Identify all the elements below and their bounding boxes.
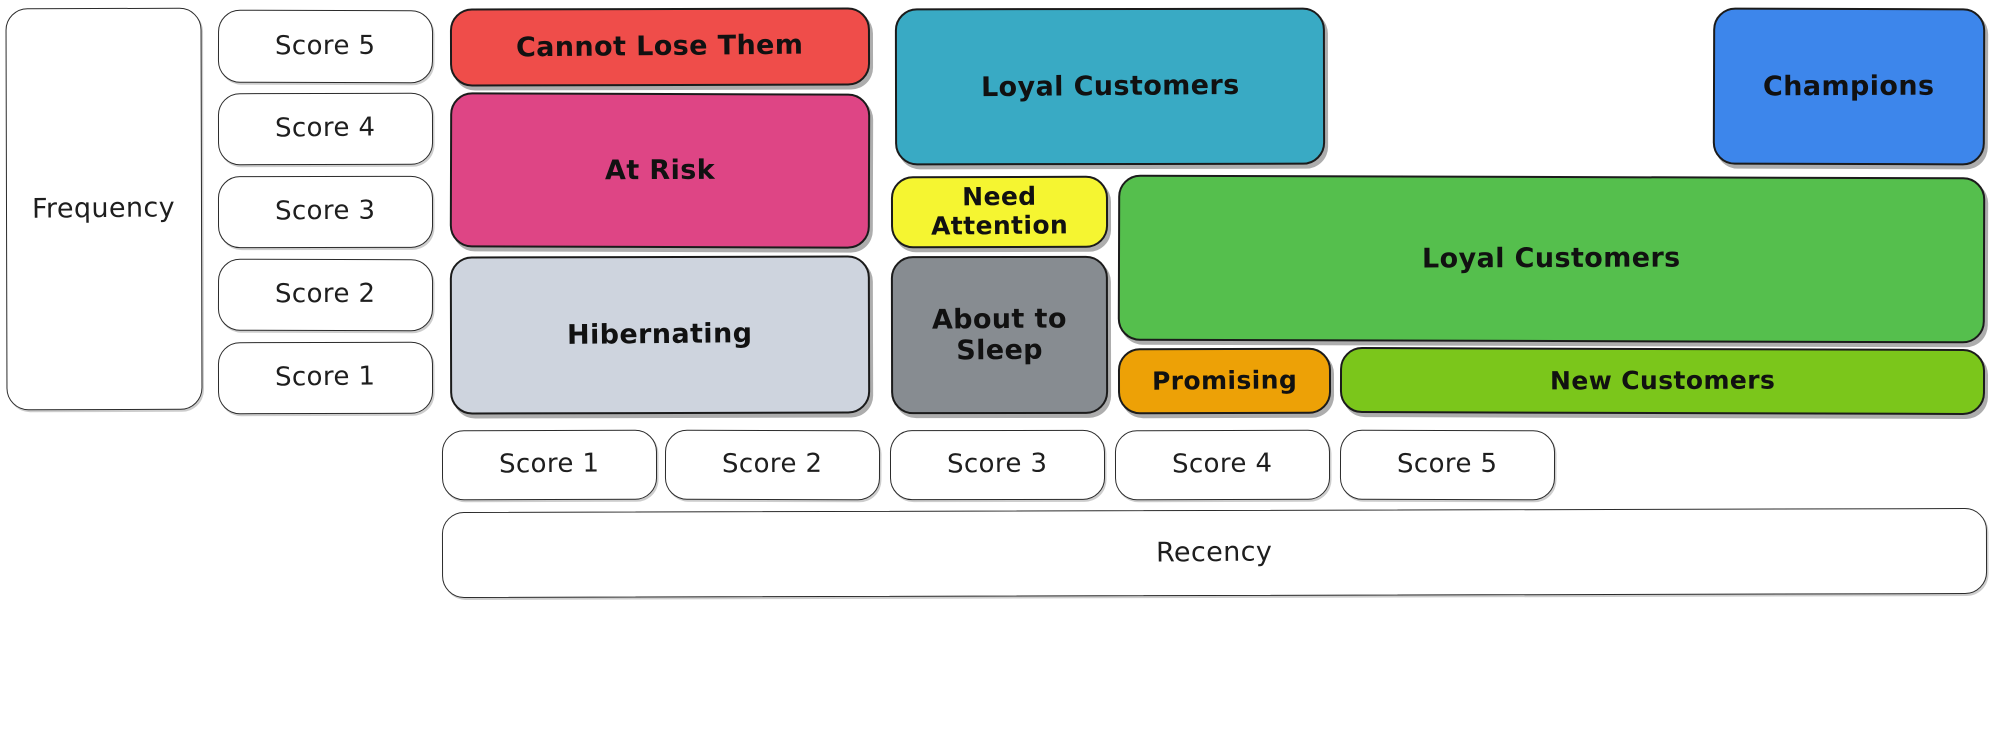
frequency-axis-text: Frequency [32,192,176,226]
recency-axis-text: Recency [1156,536,1273,570]
frequency-score-4[interactable]: Score 4 [217,92,434,166]
segment-champions-label: Champions [1763,70,1935,103]
recency-score-3[interactable]: Score 3 [889,429,1106,501]
recency-axis-label: Recency [441,507,1988,599]
frequency-score-1-label: Score 1 [275,361,376,393]
recency-score-5-label: Score 5 [1397,448,1498,480]
recency-score-2-label: Score 2 [722,448,823,480]
frequency-score-2[interactable]: Score 2 [217,258,434,332]
segment-new-customers-label: New Customers [1549,365,1776,396]
recency-score-4-label: Score 4 [1172,448,1273,480]
segment-cannot-lose-them[interactable]: Cannot Lose Them [449,7,871,87]
segment-about-to-sleep-label: About to Sleep [931,303,1067,367]
recency-score-1[interactable]: Score 1 [441,429,658,501]
segment-hibernating-label: Hibernating [567,318,753,352]
segment-need-attention[interactable]: Need Attention [890,175,1109,249]
segment-about-to-sleep[interactable]: About to Sleep [890,255,1109,415]
frequency-score-1[interactable]: Score 1 [217,341,434,415]
recency-score-3-label: Score 3 [947,448,1048,480]
segment-cannot-lose-them-label: Cannot Lose Them [516,30,804,64]
segment-loyal-customers-green-label: Loyal Customers [1422,242,1681,275]
frequency-score-3-label: Score 3 [275,195,376,227]
recency-score-5[interactable]: Score 5 [1339,429,1556,501]
recency-score-1-label: Score 1 [499,448,600,480]
segment-loyal-customers-green[interactable]: Loyal Customers [1117,174,1986,344]
segment-at-risk-label: At Risk [604,154,716,187]
segment-new-customers[interactable]: New Customers [1339,346,1986,416]
segment-hibernating[interactable]: Hibernating [449,255,871,415]
recency-score-4[interactable]: Score 4 [1114,429,1331,501]
segment-loyal-customers-teal-label: Loyal Customers [980,69,1240,104]
frequency-axis-label: Frequency [5,7,203,411]
segment-promising[interactable]: Promising [1117,347,1332,415]
segment-champions[interactable]: Champions [1712,7,1986,166]
segment-promising-label: Promising [1151,364,1298,396]
segment-loyal-customers-teal[interactable]: Loyal Customers [894,7,1326,166]
segment-at-risk[interactable]: At Risk [449,92,871,249]
frequency-score-3[interactable]: Score 3 [217,175,434,249]
segment-need-attention-label: Need Attention [930,181,1069,241]
frequency-score-5-label: Score 5 [275,30,376,61]
frequency-score-2-label: Score 2 [275,278,376,310]
frequency-score-5[interactable]: Score 5 [217,9,434,84]
recency-score-2[interactable]: Score 2 [664,429,881,501]
frequency-score-4-label: Score 4 [275,112,376,144]
